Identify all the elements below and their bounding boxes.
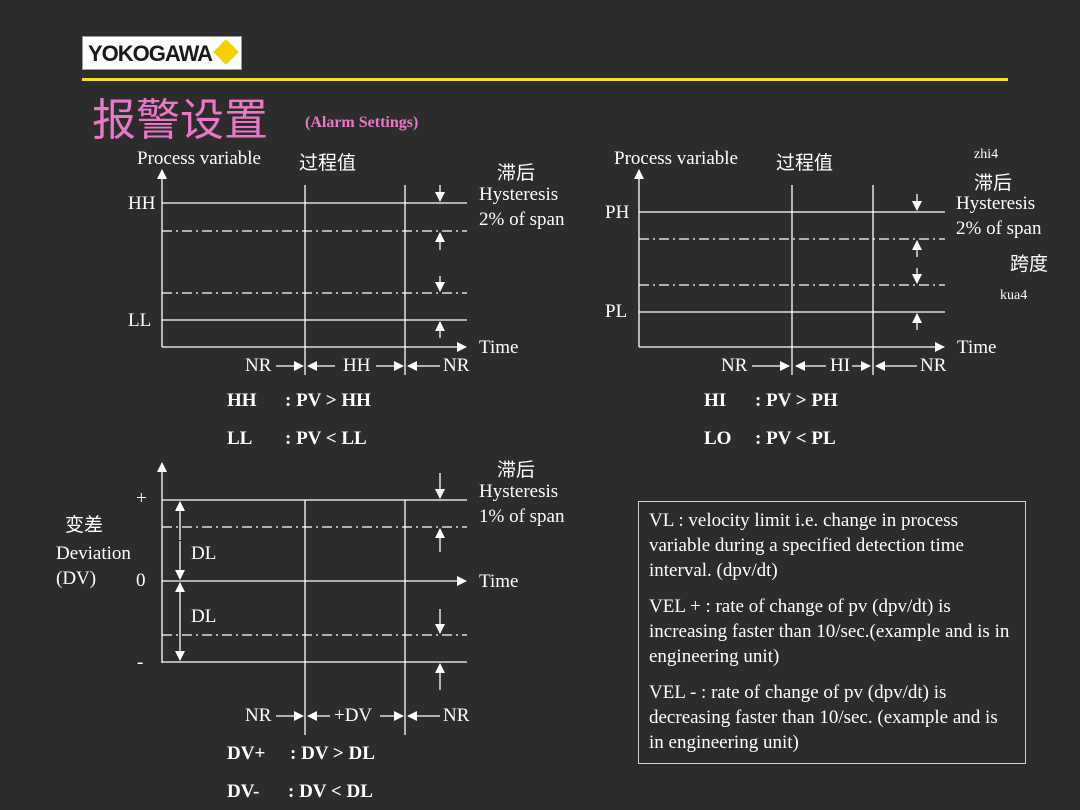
y-axis-label-cn: 变差 <box>65 514 104 536</box>
zone-left-label: NR <box>721 355 748 376</box>
y-axis-label-abbr: (DV) <box>56 568 97 589</box>
x-axis-label: Time <box>479 337 519 358</box>
header-rule <box>82 78 1008 81</box>
rule-hi-expr: : PV > PH <box>755 390 838 411</box>
span-label-cn: 跨度 <box>1010 253 1049 275</box>
zone-mid-label: HI <box>830 355 851 376</box>
hysteresis-label: Hysteresis <box>479 481 559 502</box>
rule-ll-name: LL <box>227 428 253 449</box>
y-axis-label: Process variable <box>137 148 261 169</box>
vl-definition: VL : velocity limit i.e. change in proce… <box>649 510 964 581</box>
diagram-dv <box>157 462 467 735</box>
vel-plus-definition: VEL + : rate of change of pv (dpv/dt) is… <box>649 596 1010 667</box>
rule-dv-plus-name: DV+ <box>227 743 266 764</box>
dl-upper-label: DL <box>191 543 217 564</box>
zone-left-label: NR <box>245 355 272 376</box>
vel-minus-definition: VEL - : rate of change of pv (dpv/dt) is… <box>649 682 998 753</box>
y-axis-label: Process variable <box>614 148 738 169</box>
level-pl-label: PL <box>605 301 628 322</box>
x-axis-label: Time <box>479 571 519 592</box>
zone-left-label: NR <box>245 705 272 726</box>
rule-lo-name: LO <box>704 428 732 449</box>
page-title: 报警设置 <box>92 95 268 146</box>
minus-label: - <box>137 652 144 673</box>
rule-dv-minus-name: DV- <box>227 781 260 802</box>
pinyin-note-kua: kua4 <box>1000 288 1028 303</box>
rule-dv-minus-expr: : DV < DL <box>288 781 373 802</box>
hysteresis-label: Hysteresis <box>956 193 1036 214</box>
hysteresis-label-cn: 滞后 <box>974 172 1013 194</box>
level-hh-label: HH <box>128 193 156 214</box>
zone-right-label: NR <box>443 355 470 376</box>
zero-label: 0 <box>136 570 146 591</box>
hysteresis-label-cn: 滞后 <box>497 459 536 481</box>
diagram-ph-pl <box>634 169 945 375</box>
y-axis-label-cn: 过程值 <box>776 152 834 174</box>
zone-mid-label: HH <box>343 355 371 376</box>
hysteresis-span: 2% of span <box>956 218 1042 239</box>
rule-ll-expr: : PV < LL <box>285 428 367 449</box>
x-axis-label: Time <box>957 337 997 358</box>
rule-hh-name: HH <box>227 390 257 411</box>
y-axis-label: Deviation <box>56 543 131 564</box>
zone-mid-label: +DV <box>334 705 373 726</box>
dl-lower-label: DL <box>191 606 217 627</box>
rule-hh-expr: : PV > HH <box>285 390 371 411</box>
rule-dv-plus-expr: : DV > DL <box>290 743 375 764</box>
rule-lo-expr: : PV < PL <box>755 428 836 449</box>
level-ph-label: PH <box>605 202 630 223</box>
hysteresis-label-cn: 滞后 <box>497 162 536 184</box>
zone-right-label: NR <box>920 355 947 376</box>
hysteresis-span: 1% of span <box>479 506 565 527</box>
plus-label: + <box>136 488 147 509</box>
logo-text: YOKOGAWA <box>88 41 213 66</box>
level-ll-label: LL <box>128 310 152 331</box>
diagram-hh-ll <box>157 169 467 375</box>
hysteresis-label: Hysteresis <box>479 184 559 205</box>
zone-right-label: NR <box>443 705 470 726</box>
pinyin-note-zhi: zhi4 <box>974 147 999 162</box>
hysteresis-span: 2% of span <box>479 209 565 230</box>
page-subtitle: (Alarm Settings) <box>305 114 419 131</box>
y-axis-label-cn: 过程值 <box>299 152 357 174</box>
yokogawa-logo: YOKOGAWA <box>82 36 242 70</box>
velocity-limit-box: VL : velocity limit i.e. change in proce… <box>638 501 1026 764</box>
rule-hi-name: HI <box>704 390 727 411</box>
